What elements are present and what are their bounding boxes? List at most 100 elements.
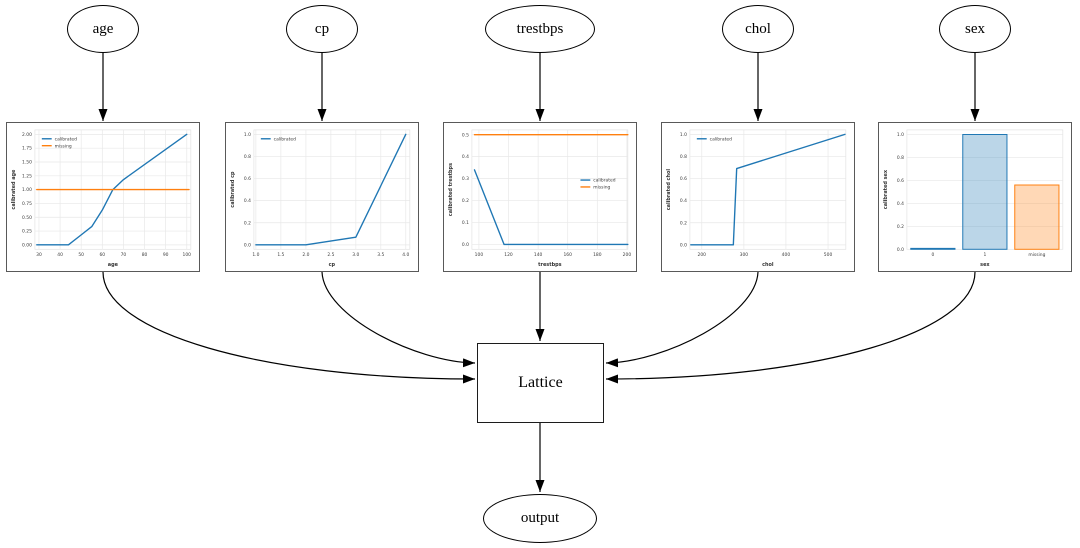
legend-label-missing: missing: [593, 185, 610, 191]
x-tick-label: 140: [534, 252, 543, 258]
x-tick-label: 1: [983, 252, 986, 258]
x-tick-label: 100: [183, 252, 192, 258]
y-tick-label: 0.0: [244, 242, 251, 248]
edge-calibration-sex-to-lattice: [605, 271, 976, 384]
x-tick-label: missing: [1028, 252, 1045, 258]
y-tick-label: 0.4: [897, 201, 904, 207]
x-tick-label: 1.0: [252, 252, 259, 258]
legend-label-calibrated: calibrated: [710, 136, 732, 142]
x-tick-label: 300: [740, 252, 749, 258]
legend-label-calibrated: calibrated: [55, 136, 77, 142]
node-age-label: age: [92, 20, 114, 37]
y-axis-label: calibrated age: [11, 169, 17, 210]
y-tick-label: 0.4: [462, 154, 469, 160]
node-cp: cp: [286, 5, 358, 53]
x-tick-label: 0: [931, 252, 934, 258]
y-tick-label: 0.1: [462, 220, 469, 226]
x-tick-label: 3.5: [377, 252, 384, 258]
x-tick-label: 120: [504, 252, 513, 258]
bar-0: [910, 247, 956, 250]
bar-1: [962, 134, 1008, 250]
y-tick-label: 1.50: [22, 160, 32, 166]
edge-calibration-age-to-lattice: [102, 271, 476, 384]
y-tick-label: 0.0: [897, 247, 904, 253]
y-tick-label: 0.2: [680, 220, 687, 226]
legend-label-missing: missing: [55, 143, 72, 149]
y-tick-label: 0.4: [680, 198, 687, 204]
x-tick-label: 70: [121, 252, 127, 258]
y-tick-label: 0.6: [244, 176, 251, 182]
series-line-calibrated: [255, 133, 407, 246]
y-tick-label: 0.25: [22, 229, 32, 235]
x-tick-label: 60: [99, 252, 105, 258]
y-axis-label: calibrated sex: [883, 169, 889, 209]
node-sex-label: sex: [965, 20, 985, 37]
x-tick-label: 200: [623, 252, 632, 258]
y-tick-label: 1.25: [22, 173, 32, 179]
x-tick-label: 500: [824, 252, 833, 258]
y-tick-label: 1.00: [22, 187, 32, 193]
x-tick-label: 400: [782, 252, 791, 258]
node-cp-label: cp: [314, 20, 330, 37]
y-tick-label: 0.5: [462, 132, 469, 138]
x-tick-label: 100: [475, 252, 484, 258]
node-sex: sex: [939, 5, 1011, 53]
node-output-label: output: [520, 510, 560, 526]
y-tick-label: 0.2: [462, 198, 469, 204]
node-lattice-label: Lattice: [518, 374, 563, 391]
bar-missing: [1014, 184, 1060, 250]
y-axis-label: calibrated chol: [666, 169, 672, 211]
series-line-calibrated: [690, 133, 846, 246]
x-tick-label: 40: [57, 252, 63, 258]
x-axis-label: age: [108, 262, 119, 268]
node-chol: chol: [722, 5, 794, 53]
edge-calibration-chol-to-lattice: [605, 271, 759, 368]
y-tick-label: 0.6: [897, 178, 904, 184]
y-tick-label: 0.50: [22, 215, 32, 221]
node-trestbps-label: trestbps: [516, 20, 564, 37]
x-axis-label: cp: [329, 262, 336, 268]
series-line-calibrated: [473, 169, 629, 246]
node-lattice: Lattice: [477, 343, 604, 423]
y-tick-label: 1.0: [680, 132, 687, 138]
x-tick-label: 200: [698, 252, 707, 258]
y-tick-label: 0.8: [897, 155, 904, 161]
node-trestbps: trestbps: [485, 5, 595, 53]
x-tick-label: 50: [78, 252, 84, 258]
node-output: output: [483, 494, 597, 543]
plot-area: [689, 129, 847, 250]
x-tick-label: 4.0: [402, 252, 409, 258]
y-tick-label: 1.75: [22, 146, 32, 152]
y-tick-label: 0.8: [244, 154, 251, 160]
legend-label-calibrated: calibrated: [593, 178, 615, 184]
y-tick-label: 0.3: [462, 176, 469, 182]
y-tick-label: 0.0: [680, 242, 687, 248]
x-tick-label: 3.0: [352, 252, 359, 258]
x-tick-label: 80: [142, 252, 148, 258]
series-line-calibrated: [36, 133, 188, 246]
y-tick-label: 0.4: [244, 198, 251, 204]
x-axis-label: chol: [762, 262, 774, 268]
legend-label-calibrated: calibrated: [274, 136, 296, 142]
y-axis-label: calibrated trestbps: [448, 163, 454, 216]
y-tick-label: 0.8: [680, 154, 687, 160]
plot-area: [906, 129, 1064, 250]
x-tick-label: 2.5: [327, 252, 334, 258]
y-tick-label: 0.2: [897, 224, 904, 230]
y-tick-label: 0.0: [462, 242, 469, 248]
x-tick-label: 30: [36, 252, 42, 258]
x-tick-label: 2.0: [302, 252, 309, 258]
x-tick-label: 1.5: [277, 252, 284, 258]
y-tick-label: 0.00: [22, 242, 32, 248]
y-tick-label: 2.00: [22, 132, 32, 138]
y-tick-label: 1.0: [244, 132, 251, 138]
y-tick-label: 1.0: [897, 132, 904, 138]
